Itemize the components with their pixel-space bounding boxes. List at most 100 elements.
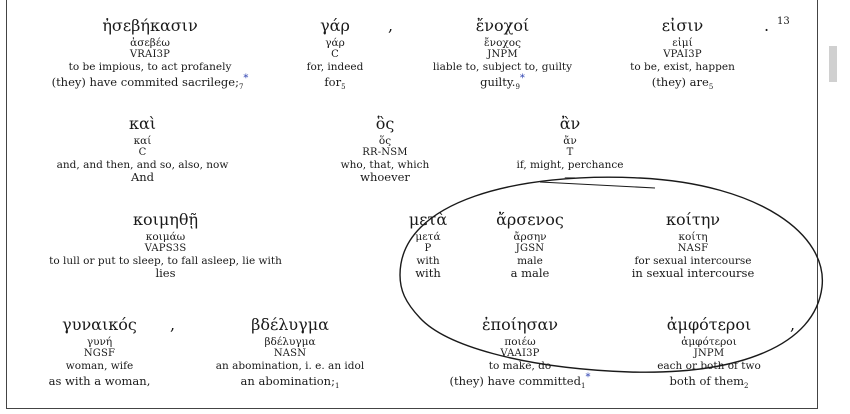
greek-word: γάρ [320,16,350,35]
greek-word: ἀμφότεροι [666,315,752,334]
contextual-gloss: whoever [360,170,410,184]
word-column: ὃς ὅς RR-NSM who, that, which whoever [305,112,465,183]
parsing-code: VPAI3P [663,49,702,60]
parsing-code: P [424,243,432,254]
contextual-gloss: — [564,170,576,184]
word-column: βδέλυγμα βδέλυγμα NASN an abomination, i… [190,313,390,391]
greek-word: ἄρσενος [496,210,564,229]
lemma: καί [133,135,152,147]
scroll-edge-mark [829,46,837,82]
word-column: ἔνοχοί ἔνοχος JNPM liable to, subject to… [405,14,600,92]
word-column: ἄρσενος ἄρσην JGSN male a male [470,208,590,279]
greek-word: ἂν [559,114,581,133]
lexical-definition: male [517,255,543,267]
contextual-gloss: (they) have commited sacrilege;7* [51,73,249,92]
contextual-gloss: in sexual intercourse [631,266,755,280]
lemma: ἀσεβέω [130,37,170,49]
greek-word: γυναικός [62,315,137,334]
lemma: ποιέω [504,336,536,348]
parsing-code: RR-NSM [362,147,408,158]
lexical-definition: for, indeed [306,61,364,73]
greek-word: βδέλυγμα [251,315,329,334]
parsing-code: VAAI3P [500,348,540,359]
word-column: εἰσιν εἰμί VPAI3P to be, exist, happen (… [610,14,755,92]
punctuation-mark: , [388,16,394,35]
greek-word: εἰσιν [661,16,704,35]
lemma: μετά [415,231,441,243]
parsing-code: T [566,147,574,158]
lexical-definition: liable to, subject to, guilty [432,61,573,73]
contextual-gloss: (they) are5 [651,74,714,92]
word-column: ἀμφότεροι ἀμφότεροι JNPM each or both of… [620,313,798,391]
word-column: γυναικός γυνή NGSF woman, wife as with a… [12,313,187,388]
word-column: μετὰ μετά P with with [400,208,456,279]
lemma: ἄν [563,135,577,147]
lemma: ἄρσην [513,231,547,243]
verse-number: 13 [777,16,790,27]
punctuation-mark: , [790,315,796,334]
note-asterisk: * [519,73,525,84]
lexical-definition: for sexual intercourse [634,255,752,267]
contextual-gloss: both of them2 [669,373,749,391]
word-column: κοίτην κοίτη NASF for sexual intercourse… [598,208,788,279]
contextual-gloss: with [415,266,441,280]
word-column: κοιμηθῇ κοιμάω VAPS3S to lull or put to … [18,208,313,279]
greek-word: καὶ [128,114,157,133]
greek-word: κοίτην [665,210,721,229]
punctuation-mark: , [170,315,176,334]
strike-line [539,181,656,189]
word-column: ἠσεβήκασιν ἀσεβέω VRAI3P to be impious, … [25,14,275,92]
word-column: καὶ καί C and, and then, and so, also, n… [10,112,275,183]
greek-word: ἔνοχοί [475,16,530,35]
lemma: εἰμί [672,37,693,49]
greek-word: ἐποίησαν [481,315,559,334]
contextual-gloss: lies [155,266,176,280]
lexical-definition: to be impious, to act profanely [68,61,232,73]
lexical-definition: and, and then, and so, also, now [56,159,229,171]
contextual-gloss: for5 [324,74,346,92]
parsing-code: NASF [677,243,709,254]
note-asterisk: * [585,372,591,383]
contextual-gloss: as with a woman, [48,373,151,388]
parsing-code: JGSN [515,243,545,254]
parsing-code: JNPM [693,348,725,359]
parsing-code: VRAI3P [129,49,171,60]
contextual-gloss: guilty.9* [480,73,525,92]
oval-stroke [399,176,823,373]
lemma: γυνή [86,336,113,348]
lemma: κοίτη [678,231,708,243]
word-column: γάρ γάρ C for, indeed for5 [300,14,370,92]
page-frame [6,0,818,409]
note-asterisk: * [243,73,249,84]
greek-word: ἠσεβήκασιν [102,16,198,35]
parsing-code: NASN [273,348,307,359]
lexical-definition: to be, exist, happen [630,61,735,73]
lemma: γάρ [325,37,345,49]
contextual-gloss: (they) have committed1* [449,372,591,391]
lemma: ἔνοχος [484,37,521,49]
contextual-gloss: And [130,170,155,184]
lexical-definition: who, that, which [340,159,430,171]
lexical-definition: with [416,255,440,267]
contextual-gloss: an abomination;1 [240,373,340,391]
parsing-code: C [331,49,339,60]
parsing-code: VAPS3S [144,243,187,254]
greek-word: ὃς [375,114,395,133]
word-column: ἂν ἄν T if, might, perchance — [490,112,650,183]
lexical-definition: an abomination, i. e. an idol [215,360,365,372]
lexical-definition: to lull or put to sleep, to fall asleep,… [49,255,282,267]
parsing-code: NGSF [83,348,116,359]
lexical-definition: woman, wife [65,360,134,372]
lemma: ὅς [378,135,392,147]
greek-word: μετὰ [408,210,448,229]
lexical-definition: if, might, perchance [516,159,624,171]
greek-word: κοιμηθῇ [132,210,199,229]
parsing-code: C [138,147,147,158]
lemma: κοιμάω [145,231,186,243]
lemma: ἀμφότεροι [681,336,737,348]
contextual-gloss: a male [510,266,550,280]
lemma: βδέλυγμα [264,336,316,348]
punctuation-mark: . [764,16,770,35]
